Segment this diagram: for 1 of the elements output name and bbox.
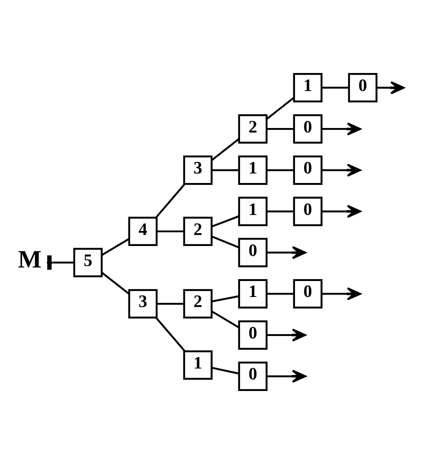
node-text: M: [18, 246, 42, 274]
